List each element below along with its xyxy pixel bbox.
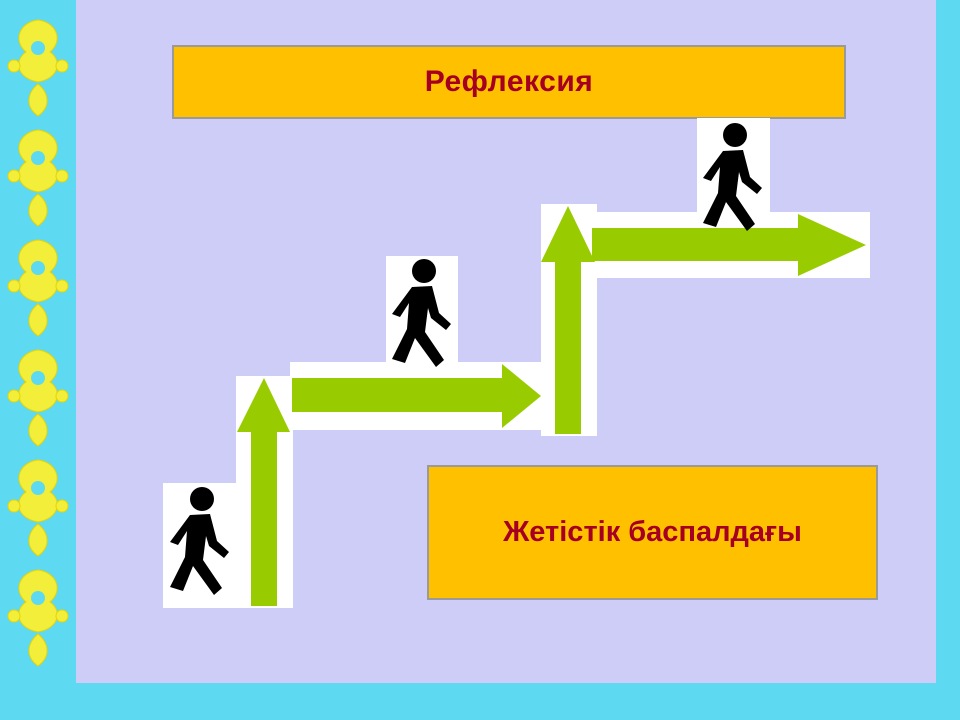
kazakh-ornament-icon	[7, 19, 69, 667]
title-box: Рефлексия	[172, 45, 846, 119]
walking-person-icon-2	[392, 259, 451, 367]
walking-person-icon-1	[170, 487, 229, 595]
ornament-border	[0, 0, 76, 720]
bottom-frame	[0, 683, 960, 720]
arrow-up-1	[237, 378, 290, 606]
slide-title: Рефлексия	[424, 65, 594, 98]
arrow-up-2	[541, 206, 595, 434]
caption-box: Жетістік баспалдағы	[427, 465, 878, 600]
slide-caption: Жетістік баспалдағы	[503, 516, 802, 548]
arrow-right-2	[592, 214, 866, 276]
right-frame	[936, 0, 960, 720]
walking-person-icon-3	[703, 123, 762, 231]
arrow-right-1	[292, 364, 541, 428]
